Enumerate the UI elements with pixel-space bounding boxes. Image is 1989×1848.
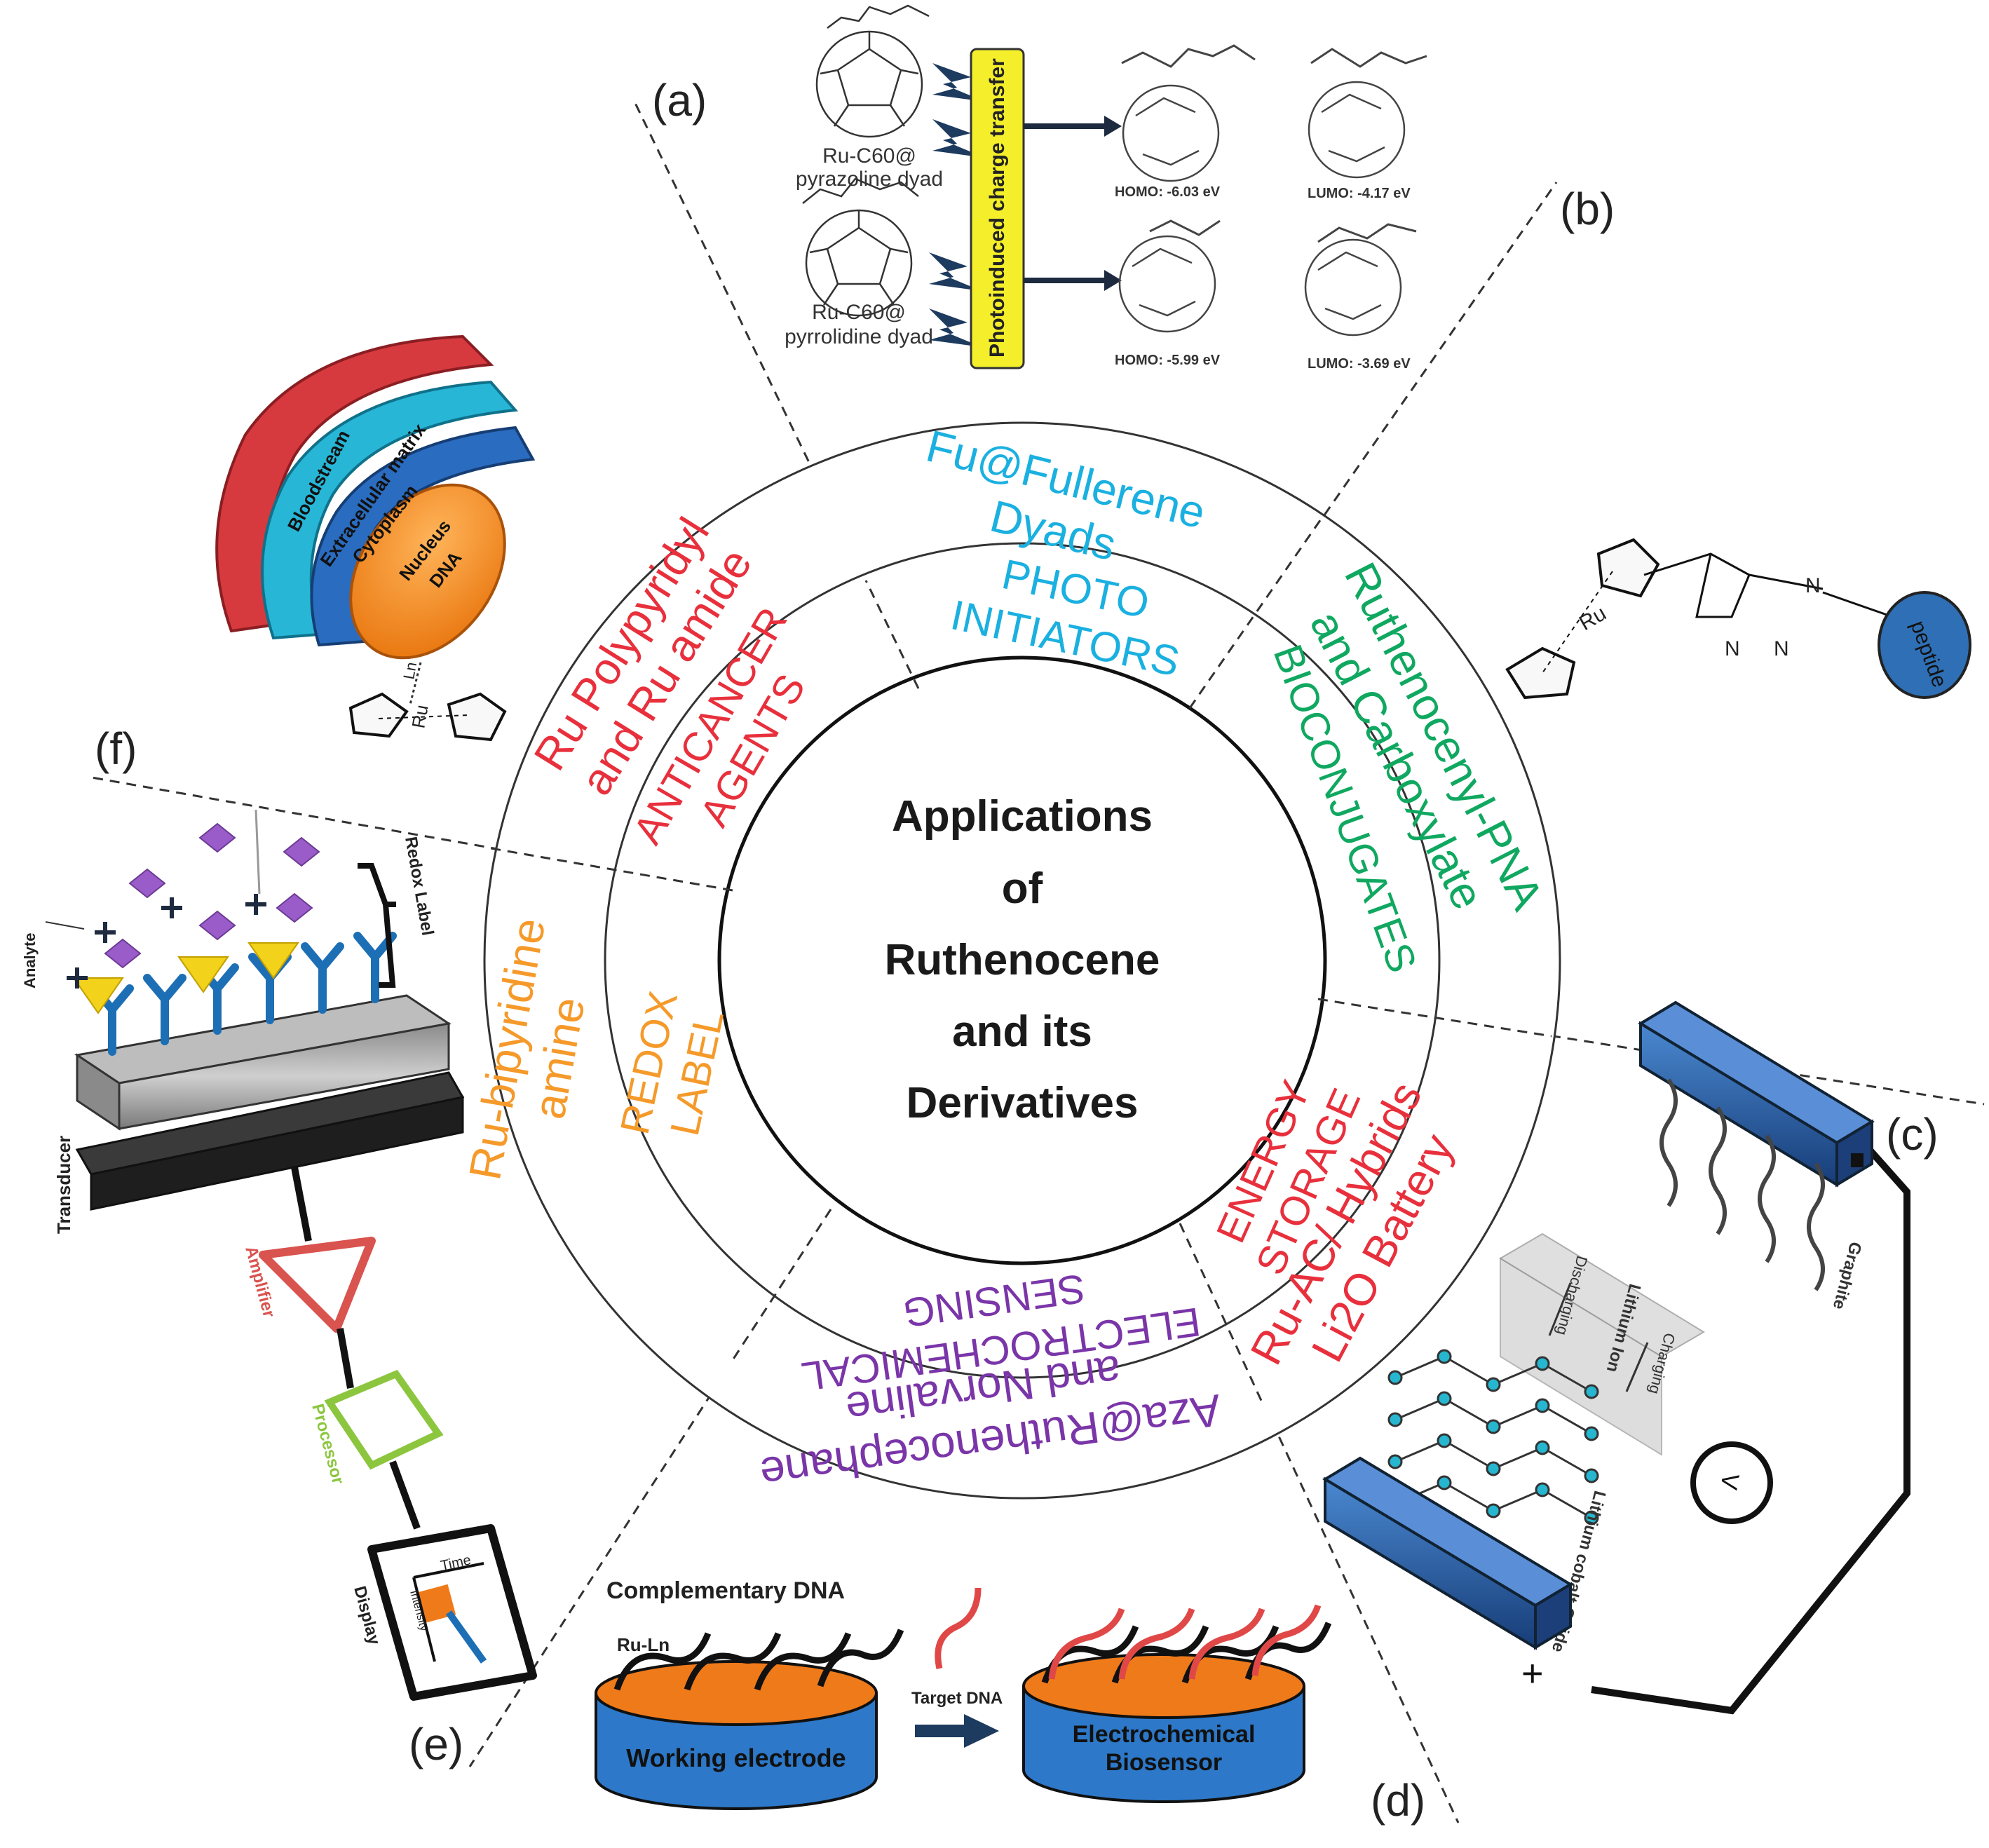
transducer-label: Transducer <box>53 1136 74 1234</box>
anode-plate-icon <box>1638 1000 1875 1188</box>
target-dna-icon <box>935 1587 982 1669</box>
circuit-wire <box>1591 1126 1910 1715</box>
extracellular-layer <box>261 380 519 640</box>
panel-label-b: (b) <box>1560 184 1615 234</box>
panel-b-ruthenocene-peptide: Ru N N N peptide <box>1505 538 1971 700</box>
panel-label-a: (a) <box>652 75 707 125</box>
display-tablet-icon <box>367 1524 537 1701</box>
analyte-triangle-icon <box>72 942 299 1014</box>
charge-transfer-box <box>970 48 1025 369</box>
target-dna-label: Target DNA <box>911 1689 1003 1708</box>
working-electrode-icon <box>595 1660 878 1810</box>
panel-e-redox-label-biosensor: Transducer An <box>21 809 537 1701</box>
ru-center-label: Ru <box>407 703 432 730</box>
lumo2-label: LUMO: -3.69 eV <box>1308 356 1411 372</box>
dyad1-line-1: Ru-C60@ <box>822 144 916 168</box>
ln-linker-label: Ln <box>400 660 420 680</box>
panel-c-li-battery: Graphite Lithium Ion Discharging Chargin… <box>1322 1000 1910 1715</box>
triazole-n-3: N <box>1774 637 1789 660</box>
ru-atom-label: Ru <box>1575 602 1610 635</box>
dna-strand-icon <box>613 1629 904 1691</box>
inner-circle <box>717 655 1327 1265</box>
biosensor-label-1: Electrochemical <box>1073 1721 1256 1748</box>
analyte-star-icon <box>67 894 266 988</box>
center-title-line-2: of <box>1002 864 1043 913</box>
dyad2-line-2: pyrrolidine dyad <box>785 325 933 348</box>
ru-ln-label: Ru-Ln <box>617 1634 670 1655</box>
display-label: Display <box>350 1584 383 1647</box>
biosensor-label-2: Biosensor <box>1106 1749 1222 1776</box>
panel-label-e: (e) <box>409 1719 463 1769</box>
panel-label-c: (c) <box>1886 1109 1939 1160</box>
triazole-n-1: N <box>1805 574 1821 597</box>
center-rings <box>483 421 1561 1500</box>
processor-square-icon <box>324 1369 444 1470</box>
fullerene-molecule-icon <box>802 177 919 317</box>
middle-ring <box>604 542 1441 1379</box>
working-electrode-label: Working electrode <box>626 1744 846 1772</box>
panel-f-cellular-layers: Bloodstream Extracellular matrix Cytopla… <box>215 334 536 742</box>
amplifier-triangle-icon <box>259 1237 376 1333</box>
center-title-line-1: Applications <box>892 792 1153 841</box>
redox-label-diamond-icon <box>104 822 320 969</box>
triazole-n-2: N <box>1725 637 1740 660</box>
panel-a-fullerene-dyads: Ru-C60@ pyrazoline dyad Ru-C60@ pyrrolid… <box>785 4 1427 372</box>
cathode-plate-icon <box>1322 1456 1573 1650</box>
graphite-label: Graphite <box>1829 1239 1866 1311</box>
center-title: Applications of Ruthenocene and its Deri… <box>885 792 1160 1127</box>
fullerene-molecule-icon <box>815 4 930 138</box>
orbital-fullerene-icon <box>1118 44 1427 337</box>
charge-transfer-label: Photoinduced charge transfer <box>986 58 1009 358</box>
nucleus-ellipse <box>349 483 506 660</box>
homo2-label: HOMO: -5.99 eV <box>1115 353 1221 368</box>
arrow-icon <box>915 1714 999 1748</box>
plus-terminal-label: + <box>1521 1652 1544 1694</box>
panel-label-f: (f) <box>95 723 137 774</box>
dyad2-line-1: Ru-C60@ <box>812 301 906 324</box>
panel-d-dna-biosensor: Complementary DNA Ru-Ln Working electrod… <box>595 1577 1332 1810</box>
ruthenocene-molecule-icon <box>348 692 507 742</box>
transducer-icon <box>74 994 465 1211</box>
redox-bracket <box>358 863 396 988</box>
peptide-ellipse <box>1878 591 1971 699</box>
hybridized-dna-icon <box>1041 1604 1332 1684</box>
center-title-line-4: and its <box>952 1007 1092 1056</box>
complementary-dna-label: Complementary DNA <box>606 1577 845 1604</box>
center-title-line-5: Derivatives <box>907 1079 1139 1127</box>
cyclopentadienyl-ring-icon <box>1505 538 1894 700</box>
redox-label-text: Redox Label <box>401 835 437 937</box>
biosensor-electrode-icon <box>1022 1653 1305 1803</box>
homo1-label: HOMO: -6.03 eV <box>1115 184 1221 200</box>
arrow-icon <box>1024 116 1122 291</box>
ion-arrow-icon <box>1548 1282 1649 1392</box>
light-flash-icon <box>929 63 985 347</box>
voltmeter-icon <box>1690 1441 1773 1524</box>
lumo1-label: LUMO: -4.17 eV <box>1308 186 1411 201</box>
panel-label-d: (d) <box>1371 1775 1425 1826</box>
dyad1-line-2: pyrazoline dyad <box>796 168 943 191</box>
center-title-line-3: Ruthenocene <box>885 936 1160 984</box>
graphite-layers-icon <box>1659 1078 1825 1291</box>
analyte-label: Analyte <box>21 933 39 988</box>
antibody-receptor-icon <box>90 932 397 1056</box>
